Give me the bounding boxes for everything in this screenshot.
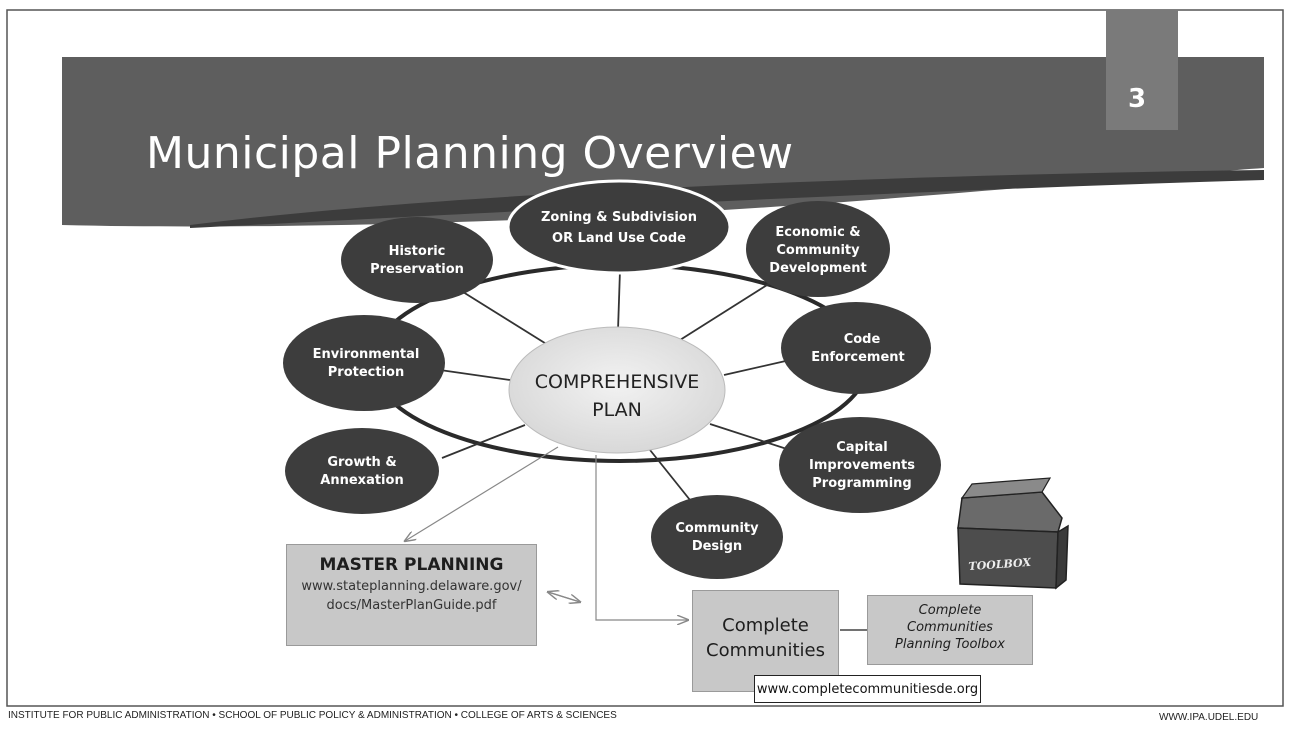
planning-toolbox-line2: Communities <box>907 620 993 635</box>
arrow-complete-master <box>548 592 581 603</box>
page-border <box>6 9 1284 707</box>
connector-environmental <box>439 369 511 381</box>
node-environmental-line2: Protection <box>328 365 404 380</box>
planning-toolbox-line1: Complete <box>918 603 982 618</box>
node-economic-line2: Community <box>776 243 860 258</box>
toolbox-chest-icon: TOOLBOX <box>957 477 1069 590</box>
master-planning-box: MASTER PLANNING www.stateplanning.delawa… <box>286 544 537 646</box>
master-planning-title: MASTER PLANNING <box>319 555 504 575</box>
master-planning-url-line2: docs/MasterPlanGuide.pdf <box>326 598 497 613</box>
comprehensive-plan-line1: COMPREHENSIVE <box>535 371 699 393</box>
complete-communities-line2: Communities <box>706 640 825 661</box>
connector-design <box>649 449 691 501</box>
comprehensive-plan-ellipse <box>508 326 726 454</box>
website-link[interactable]: www.completecommunitiesde.org <box>754 675 981 703</box>
node-economic <box>746 201 890 297</box>
node-zoning <box>506 179 732 275</box>
node-capital-line2: Improvements <box>809 458 915 473</box>
node-environmental-line1: Environmental <box>313 347 420 362</box>
node-community-design <box>651 495 783 579</box>
connector-growth <box>441 424 526 459</box>
node-capital <box>779 417 941 513</box>
node-environmental <box>283 315 445 411</box>
connector-economic <box>679 279 776 341</box>
box-arrows <box>405 446 688 620</box>
footer-website[interactable]: WWW.IPA.UDEL.EDU <box>1159 712 1259 723</box>
arrow-to-master <box>405 446 559 541</box>
connector-capital <box>709 423 791 451</box>
node-zoning-line1: Zoning & Subdivision <box>541 210 697 225</box>
node-design-line2: Design <box>692 539 742 554</box>
planning-toolbox-line3: Planning Toolbox <box>895 637 1005 652</box>
node-growth-line2: Annexation <box>320 473 403 488</box>
slide-number-tab <box>1106 10 1178 130</box>
connector-lines <box>439 269 791 501</box>
footer-institution: INSTITUTE FOR PUBLIC ADMINISTRATION • SC… <box>8 710 617 721</box>
connector-historic <box>454 286 549 346</box>
node-historic-line2: Preservation <box>370 262 464 277</box>
complete-communities-line1: Complete <box>722 615 809 636</box>
title-banner-swoosh <box>190 170 1264 228</box>
node-growth-line1: Growth & <box>327 455 396 470</box>
node-code-line2: Enforcement <box>811 350 905 365</box>
node-capital-line1: Capital <box>836 440 888 455</box>
node-historic <box>341 217 493 303</box>
slide-number: 3 <box>1128 84 1147 114</box>
connector-zoning <box>617 269 621 331</box>
master-planning-url-line1: www.stateplanning.delaware.gov/ <box>301 579 522 594</box>
node-code-line1: Code <box>844 332 881 347</box>
node-code-enforcement <box>781 302 931 394</box>
comprehensive-plan-line2: PLAN <box>592 399 642 421</box>
node-economic-line3: Development <box>769 261 866 276</box>
node-capital-line3: Programming <box>812 476 911 491</box>
connector-code <box>723 359 791 376</box>
node-economic-line1: Economic & <box>775 225 860 240</box>
planning-toolbox-box: Complete Communities Planning Toolbox <box>867 595 1033 665</box>
node-growth <box>285 428 439 514</box>
node-historic-line1: Historic <box>389 244 446 259</box>
node-design-line1: Community <box>675 521 759 536</box>
toolbox-chest-label: TOOLBOX <box>968 556 1032 573</box>
slide-title: Municipal Planning Overview <box>146 128 794 179</box>
node-zoning-line2: OR Land Use Code <box>552 231 686 246</box>
arrow-to-complete <box>595 455 688 620</box>
